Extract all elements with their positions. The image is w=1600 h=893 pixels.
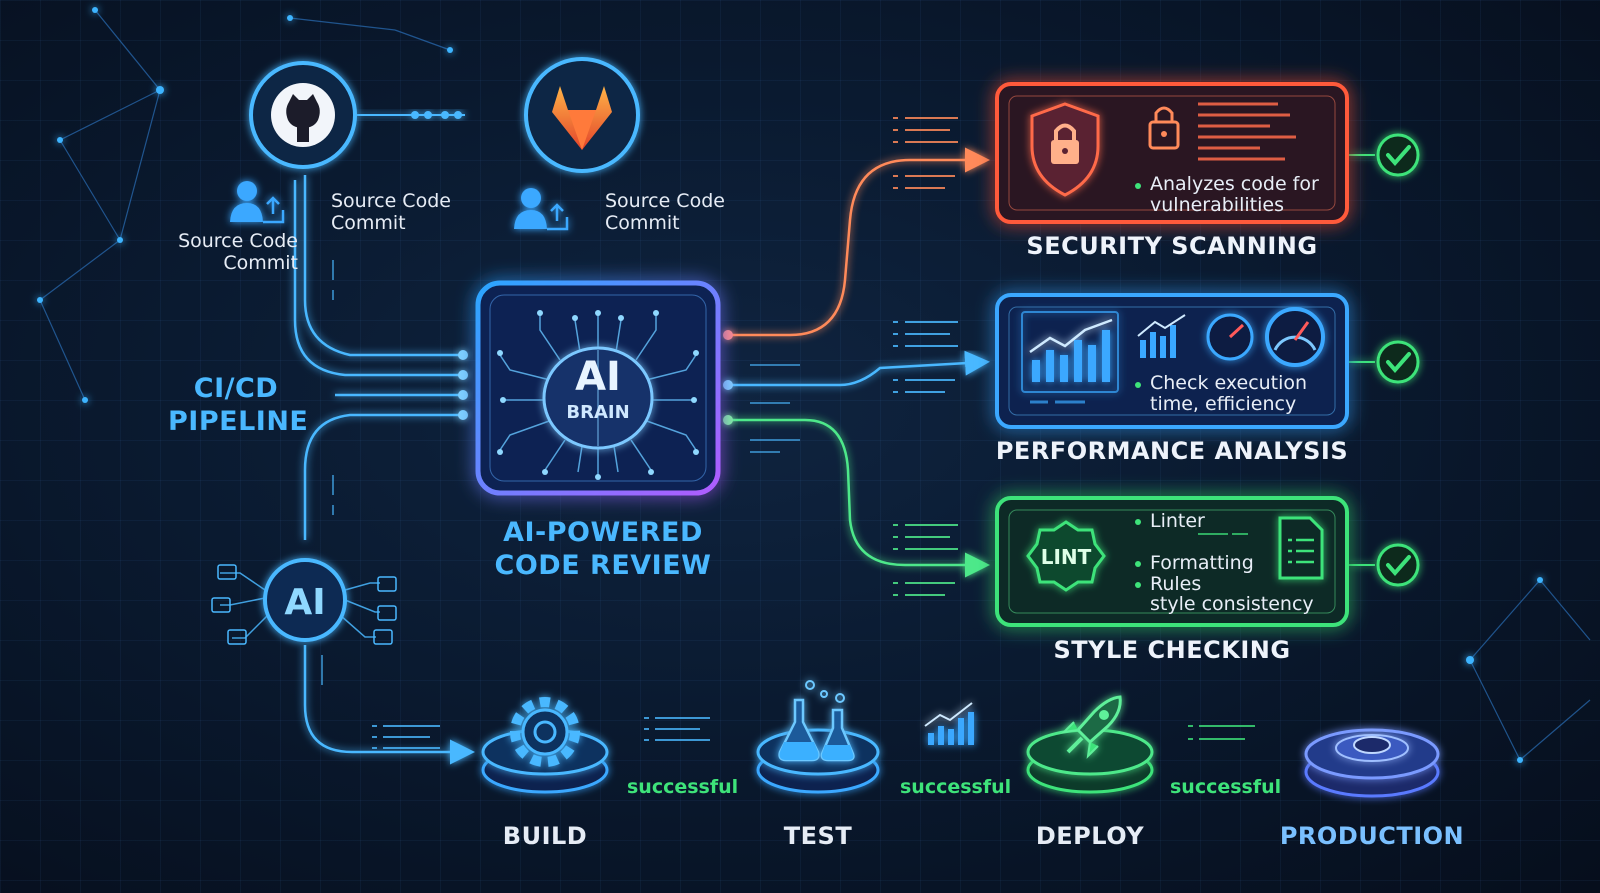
gear-icon	[510, 697, 580, 767]
style-title: STYLE CHECKING	[1053, 636, 1291, 664]
check-icon	[1376, 340, 1420, 384]
ai-hub-connections	[220, 572, 380, 639]
brain-output-dots	[723, 330, 733, 425]
security-title: SECURITY SCANNING	[1026, 232, 1318, 260]
dash-decor-left	[321, 260, 334, 685]
network-nodes	[37, 7, 1543, 763]
check-icon	[1376, 133, 1420, 177]
circuit-nodes	[497, 310, 699, 480]
circuit-traces	[499, 315, 697, 475]
code-lines-decor	[1198, 102, 1296, 161]
gitlab-icon[interactable]	[524, 57, 640, 173]
chart-icon	[1021, 311, 1119, 393]
flask-icon	[778, 680, 855, 762]
dash-decor-brain	[750, 364, 800, 453]
left-input-lines	[293, 175, 475, 765]
pipeline-dash-decor	[372, 717, 1255, 749]
ai-hub[interactable]: AI	[211, 558, 397, 645]
build-stage[interactable]	[481, 697, 609, 794]
bullet-dot	[1135, 382, 1141, 388]
performance-panel[interactable]	[995, 293, 1349, 429]
brain-to-style-line	[725, 418, 990, 578]
deploy-stage[interactable]	[1026, 695, 1154, 794]
ai-hub-nodes	[211, 564, 397, 645]
performance-title: PERFORMANCE ANALYSIS	[995, 437, 1349, 465]
style-bullet-linter: Linter	[1150, 510, 1205, 532]
production-stage[interactable]	[1304, 728, 1440, 798]
brain-label-text: BRAIN	[566, 402, 629, 423]
test-label: TEST	[783, 822, 853, 850]
chart-icon	[924, 702, 974, 745]
ai-brain-chip[interactable]: AI BRAIN	[475, 280, 721, 496]
rocket-icon	[1061, 695, 1122, 759]
developer-upload-icon	[230, 181, 285, 224]
style-panel[interactable]: LINT	[995, 496, 1349, 627]
style-bullet-consistency: style consistency	[1150, 593, 1314, 615]
security-connector	[1348, 154, 1375, 566]
style-bullet-formatting: Formatting	[1150, 552, 1254, 574]
github-icon[interactable]	[249, 61, 357, 169]
github-gitlab-connector	[357, 111, 465, 119]
platform-icon	[1335, 734, 1409, 762]
bullet-dot	[1135, 183, 1141, 189]
style-bullet-rules: Rules	[1150, 573, 1202, 595]
document-icon	[1278, 516, 1324, 580]
build-label: BUILD	[502, 822, 588, 850]
bullet-dots	[1135, 519, 1141, 588]
test-stage[interactable]	[756, 680, 880, 794]
shield-lock-icon	[1030, 102, 1100, 197]
production-label: PRODUCTION	[1279, 822, 1465, 850]
ai-hub-text: AI	[284, 582, 325, 623]
brain-ai-text: AI	[575, 354, 621, 400]
transition-label: successful	[900, 776, 1012, 798]
lint-badge-icon: LINT	[1026, 520, 1106, 592]
network-decoration	[39, 9, 1591, 761]
dash-decor-performance	[893, 321, 958, 393]
lint-badge-text: LINT	[1041, 545, 1092, 569]
check-icon	[1376, 543, 1420, 587]
padlock-icon	[1148, 106, 1180, 150]
deploy-label: DEPLOY	[1035, 822, 1145, 850]
transition-label: successful	[627, 776, 739, 798]
dash-decor-security	[893, 117, 958, 189]
security-panel[interactable]	[995, 82, 1349, 224]
gauge-icon	[1265, 307, 1325, 367]
developer-upload-icon	[514, 188, 569, 231]
transition-label: successful	[1170, 776, 1282, 798]
brain-to-security-line	[725, 147, 990, 337]
brain-to-performance-line	[725, 350, 990, 387]
chart-icon	[1137, 314, 1186, 358]
dash-decor-style	[893, 524, 958, 596]
gauge-icon	[1206, 313, 1254, 361]
brain-input-dots	[458, 350, 468, 420]
